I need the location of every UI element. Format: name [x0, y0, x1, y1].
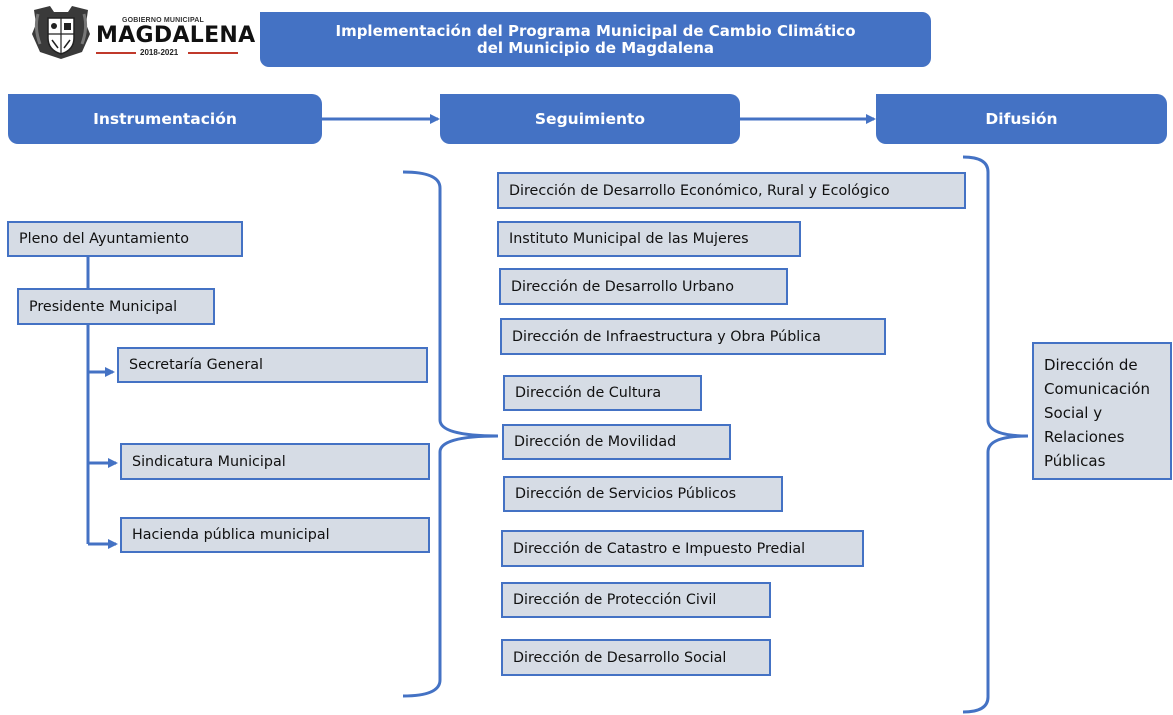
page-title: Implementación del Programa Municipal de… [260, 12, 931, 67]
box-seguimiento-item: Dirección de Desarrollo Social [501, 639, 771, 676]
box-seguimiento-item: Dirección de Catastro e Impuesto Predial [501, 530, 864, 567]
phase-difusion: Difusión [876, 94, 1167, 144]
box-hacienda-publica: Hacienda pública municipal [120, 517, 430, 553]
brace-instrumentacion [402, 170, 499, 698]
municipal-crest-icon [32, 6, 90, 59]
box-seguimiento-item: Dirección de Cultura [503, 375, 702, 411]
box-seguimiento-item: Dirección de Infraestructura y Obra Públ… [500, 318, 886, 355]
municipal-logo: GOBIERNO MUNICIPAL MAGDALENA 2018-2021 [30, 4, 255, 60]
box-presidente-municipal: Presidente Municipal [17, 288, 215, 325]
box-difusion: Dirección de Comunicación Social y Relac… [1032, 342, 1172, 480]
box-seguimiento-item: Dirección de Desarrollo Urbano [499, 268, 788, 305]
box-seguimiento-item: Instituto Municipal de las Mujeres [497, 221, 801, 257]
title-line-2: del Municipio de Magdalena [476, 38, 715, 57]
box-pleno-ayuntamiento: Pleno del Ayuntamiento [7, 221, 243, 257]
logo-years: 2018-2021 [140, 48, 179, 57]
box-secretaria-general: Secretaría General [117, 347, 428, 383]
logo-name: MAGDALENA [96, 23, 256, 48]
box-seguimiento-item: Dirección de Protección Civil [501, 582, 771, 618]
title-line-1: Implementación del Programa Municipal de… [335, 21, 856, 40]
logo-subtitle: GOBIERNO MUNICIPAL [122, 17, 205, 24]
logo-divider-left [96, 52, 136, 54]
phase-instrumentacion: Instrumentación [8, 94, 322, 144]
brace-seguimiento [962, 155, 1029, 714]
logo-divider-right [188, 52, 238, 54]
box-seguimiento-item: Dirección de Movilidad [502, 424, 731, 460]
phase-seguimiento: Seguimiento [440, 94, 740, 144]
box-sindicatura-municipal: Sindicatura Municipal [120, 443, 430, 480]
box-seguimiento-item: Dirección de Desarrollo Económico, Rural… [497, 172, 966, 209]
box-seguimiento-item: Dirección de Servicios Públicos [503, 476, 783, 512]
